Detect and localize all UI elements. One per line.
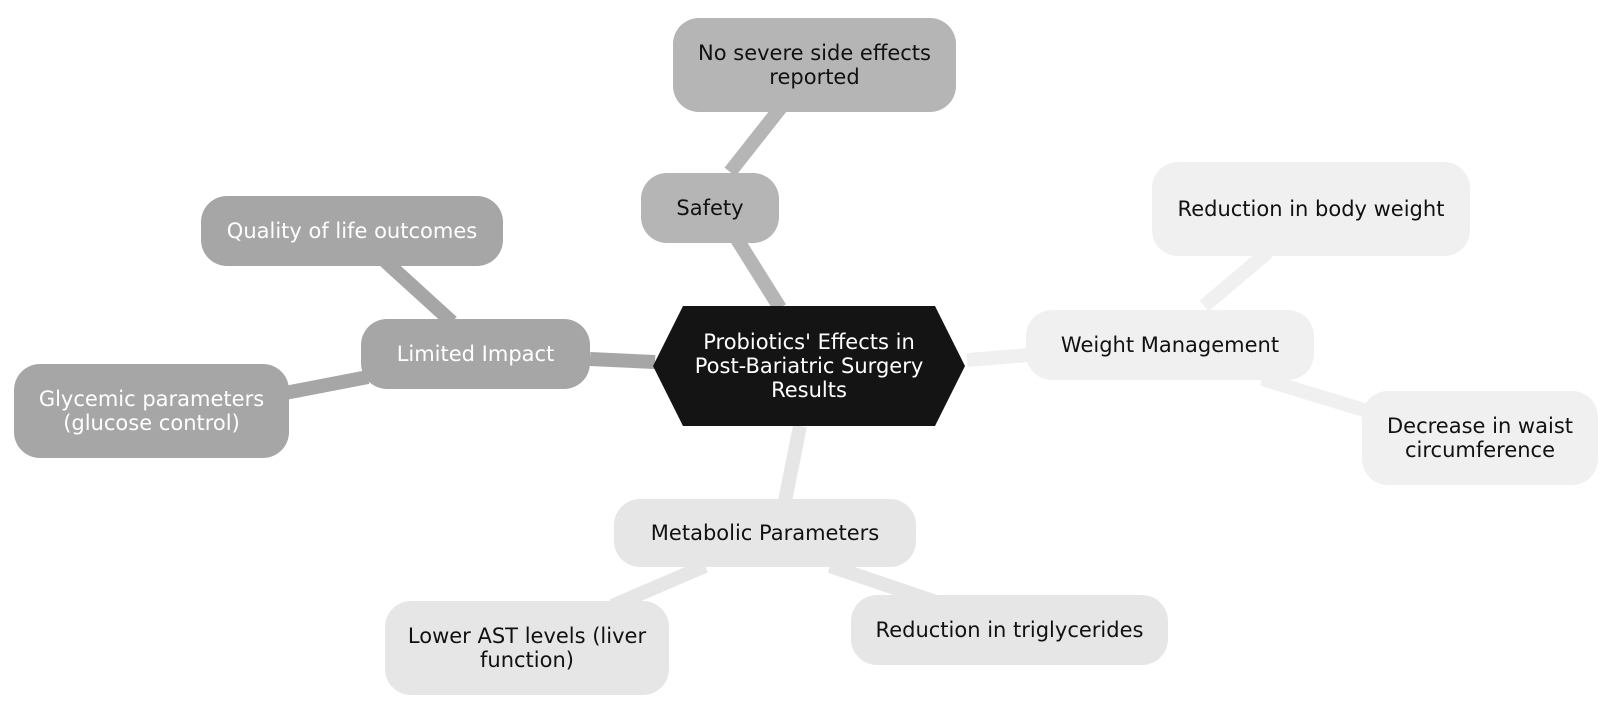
mindmap-edges bbox=[283, 101, 1367, 613]
node-shape bbox=[14, 364, 289, 458]
node-label-line: Decrease in waist bbox=[1387, 414, 1573, 438]
node-label-line: Lower AST levels (liver bbox=[408, 624, 647, 648]
node-limited-impact[interactable]: Limited Impact bbox=[361, 319, 590, 389]
node-metabolic-2[interactable]: Reduction in triglycerides bbox=[851, 595, 1168, 665]
node-shape bbox=[1362, 391, 1598, 485]
node-label-line: Results bbox=[771, 378, 847, 402]
node-weight-1[interactable]: Reduction in body weight bbox=[1152, 162, 1470, 256]
edge-weight-management-to-weight-2 bbox=[1259, 372, 1367, 417]
edge-safety-to-safety-1 bbox=[724, 101, 788, 177]
edge-limited-impact-to-limited-1 bbox=[380, 255, 457, 328]
node-shape bbox=[201, 196, 503, 266]
edge-weight-management-to-weight-1 bbox=[1199, 246, 1273, 312]
node-shape bbox=[361, 319, 590, 389]
node-metabolic-parameters[interactable]: Metabolic Parameters bbox=[614, 499, 916, 567]
edge-root-to-safety bbox=[729, 232, 786, 312]
node-label-line: function) bbox=[480, 648, 574, 672]
node-label-line: reported bbox=[769, 65, 859, 89]
node-shape bbox=[1152, 162, 1470, 256]
edge-root-to-limited-impact bbox=[589, 352, 656, 369]
node-shape bbox=[851, 595, 1168, 665]
node-limited-1[interactable]: Quality of life outcomes bbox=[201, 196, 503, 266]
node-shape bbox=[673, 18, 956, 112]
edge-metabolic-parameters-to-metabolic-1 bbox=[609, 559, 708, 613]
node-shape bbox=[641, 173, 779, 243]
node-safety[interactable]: Safety bbox=[641, 173, 779, 243]
node-label-line: Metabolic Parameters bbox=[651, 521, 879, 545]
node-label-line: Glycemic parameters bbox=[39, 387, 264, 411]
node-label-line: Quality of life outcomes bbox=[227, 219, 477, 243]
node-label-line: Probiotics' Effects in bbox=[703, 330, 915, 354]
node-label-line: Post-Bariatric Surgery bbox=[695, 354, 924, 378]
node-label-line: Safety bbox=[676, 196, 743, 220]
edge-limited-impact-to-limited-2 bbox=[283, 370, 370, 400]
node-shape bbox=[653, 306, 965, 426]
node-shape bbox=[614, 499, 916, 567]
edge-root-to-metabolic-parameters bbox=[778, 424, 807, 503]
node-shape bbox=[1026, 310, 1314, 380]
node-shape bbox=[385, 601, 669, 695]
node-limited-2[interactable]: Glycemic parameters(glucose control) bbox=[14, 364, 289, 458]
node-label-line: circumference bbox=[1405, 438, 1555, 462]
node-label-line: (glucose control) bbox=[63, 411, 240, 435]
node-weight-management[interactable]: Weight Management bbox=[1026, 310, 1314, 380]
node-label-line: Reduction in triglycerides bbox=[876, 618, 1144, 642]
node-label-line: Limited Impact bbox=[397, 342, 555, 366]
node-label-line: No severe side effects bbox=[698, 41, 931, 65]
node-label-line: Reduction in body weight bbox=[1178, 197, 1445, 221]
node-label-line: Weight Management bbox=[1061, 333, 1279, 357]
edge-root-to-weight-management bbox=[966, 348, 1031, 367]
